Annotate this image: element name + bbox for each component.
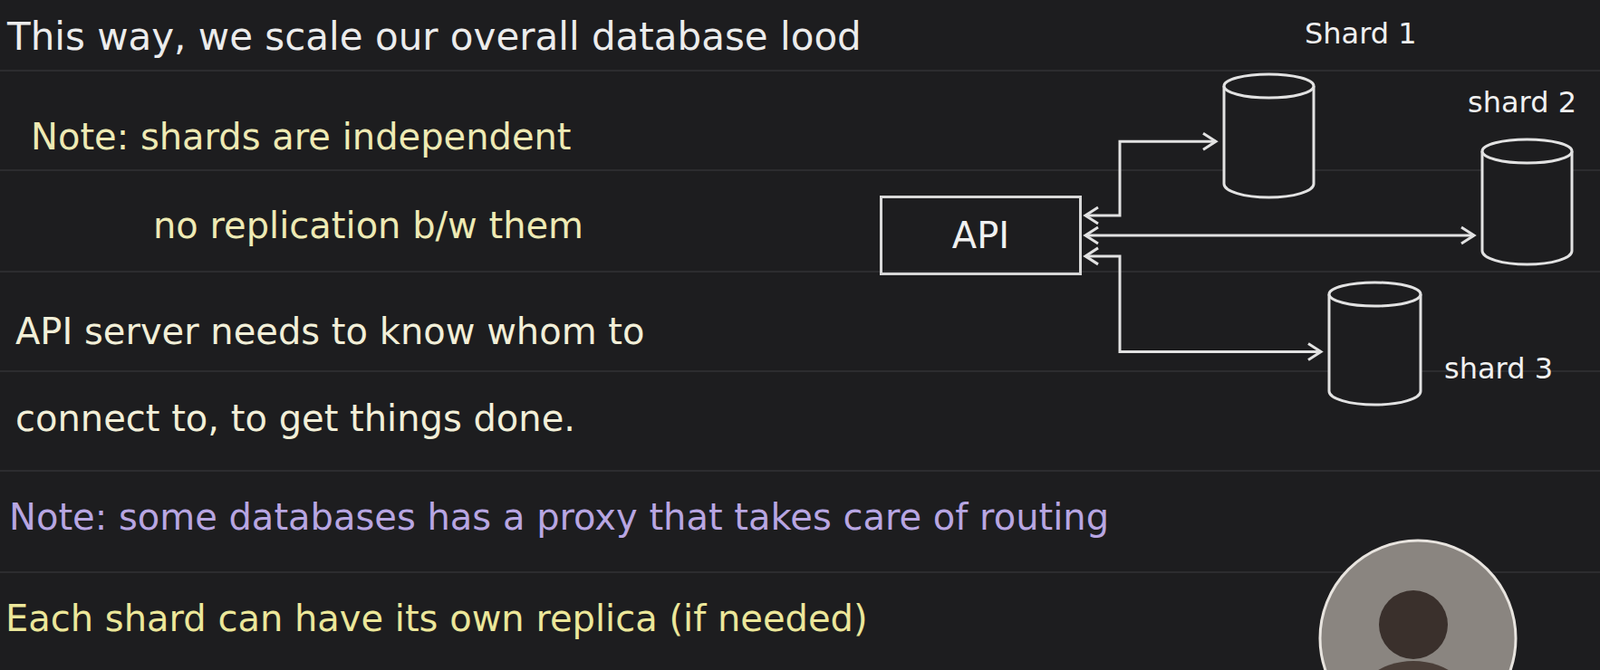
note-text: Each shard can have its own replica (if … — [5, 597, 868, 640]
heading-note: This way, we scale our overall database … — [7, 14, 862, 59]
note-text: no replication b/w them — [153, 204, 584, 247]
database-shard: shard 2 — [1467, 85, 1595, 270]
box-label: API — [952, 214, 1010, 257]
database-shard: shard 3 — [1324, 279, 1588, 412]
note-text: Note: shards are independent — [30, 115, 572, 158]
shard-label: shard 2 — [1467, 85, 1577, 120]
shard-label: Shard 1 — [1304, 16, 1417, 51]
note-text: Note: some databases has a proxy that ta… — [9, 496, 1109, 539]
cylinder-shape — [1326, 280, 1424, 408]
cylinder-shape — [1479, 137, 1575, 268]
database-shard: Shard 1 — [1214, 16, 1441, 203]
connector-arrow — [1085, 133, 1216, 224]
connector-arrow — [1085, 248, 1321, 361]
connector-arrow — [1085, 227, 1475, 244]
note-text: API server needs to know whom to connect… — [15, 288, 741, 463]
cylinder-shape — [1221, 72, 1317, 201]
shard-label: shard 3 — [1444, 351, 1553, 386]
api-box: API — [879, 195, 1082, 276]
webcam-overlay — [1320, 540, 1516, 670]
